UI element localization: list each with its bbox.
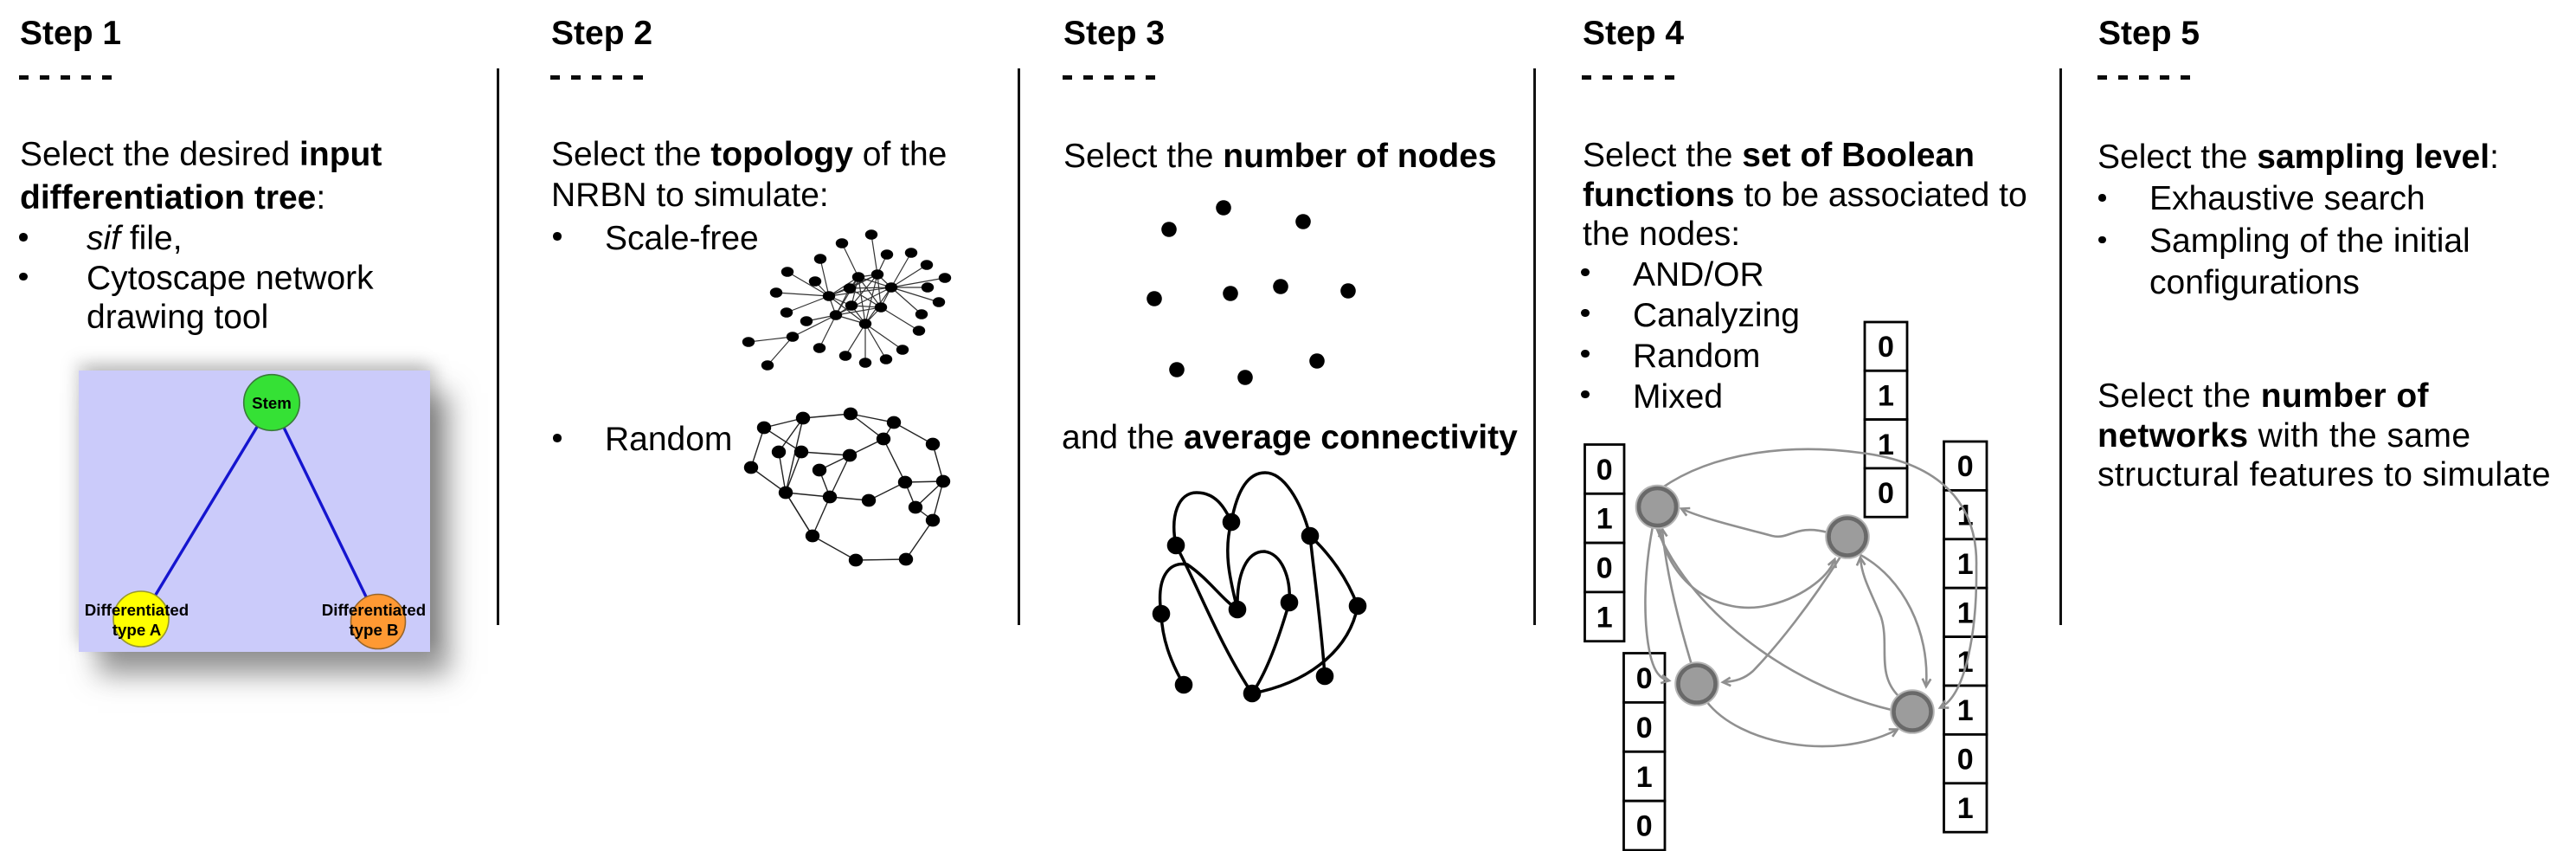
svg-text:type B: type B xyxy=(349,621,398,639)
svg-text:0: 0 xyxy=(1878,477,1894,510)
svg-text:1: 1 xyxy=(1596,601,1613,634)
svg-text:1: 1 xyxy=(1957,646,1974,679)
svg-text:0: 0 xyxy=(1957,744,1974,777)
svg-text:1: 1 xyxy=(1957,694,1974,727)
svg-text:0: 0 xyxy=(1596,552,1613,585)
svg-text:0: 0 xyxy=(1957,450,1974,483)
svg-text:0: 0 xyxy=(1636,662,1653,695)
svg-text:1: 1 xyxy=(1957,792,1974,825)
svg-text:1: 1 xyxy=(1878,379,1894,412)
svg-text:1: 1 xyxy=(1957,548,1974,581)
svg-text:1: 1 xyxy=(1596,503,1613,536)
svg-text:1: 1 xyxy=(1878,429,1894,461)
svg-text:1: 1 xyxy=(1636,761,1653,794)
svg-text:1: 1 xyxy=(1957,596,1974,629)
svg-text:Differentiated: Differentiated xyxy=(322,601,426,619)
svg-text:0: 0 xyxy=(1596,454,1613,487)
svg-text:0: 0 xyxy=(1636,810,1653,843)
svg-text:0: 0 xyxy=(1636,712,1653,745)
svg-text:0: 0 xyxy=(1878,331,1894,364)
svg-text:Stem: Stem xyxy=(252,394,292,412)
svg-text:type A: type A xyxy=(112,621,161,639)
svg-text:Differentiated: Differentiated xyxy=(85,601,189,619)
